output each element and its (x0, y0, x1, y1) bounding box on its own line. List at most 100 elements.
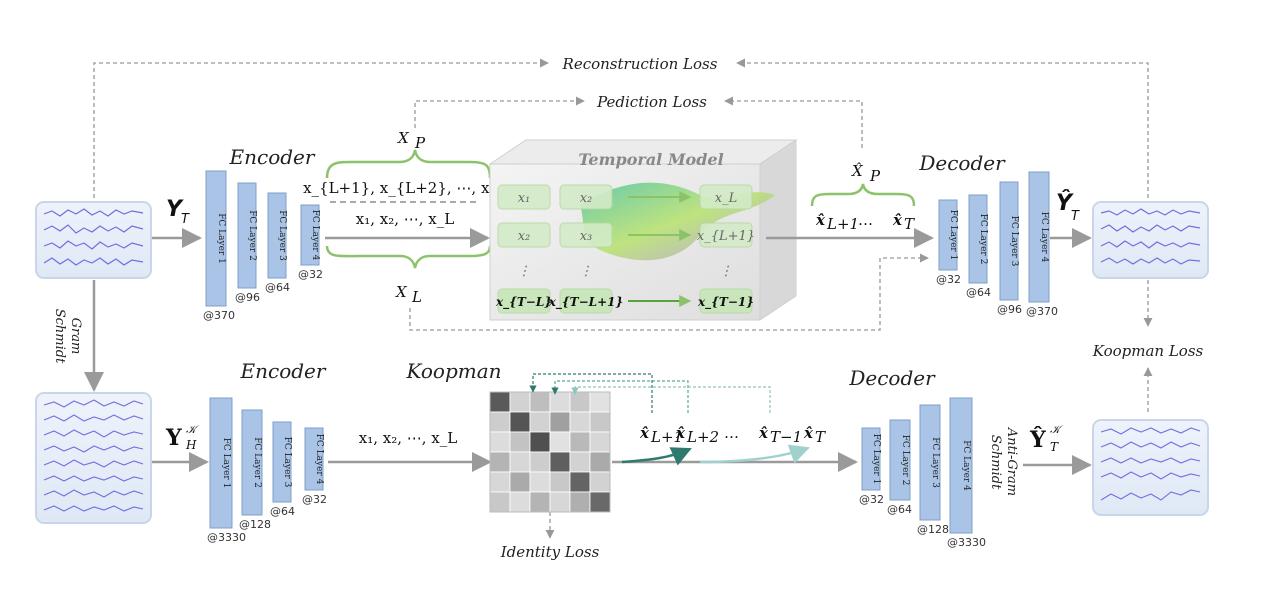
koopman-cell (549, 411, 571, 433)
fc-layer-label: FC Layer 4 (310, 210, 320, 261)
koopman-cell (569, 411, 591, 433)
xp-hat-brace (810, 183, 916, 207)
koopman-cell (509, 491, 531, 513)
svg-text:x_{T−L+1}: x_{T−L+1} (548, 295, 623, 310)
koopman-cell (569, 391, 591, 413)
koopman-cell (589, 391, 611, 413)
koopman-cell (589, 411, 611, 433)
fc-layer-size: @32 (298, 268, 323, 281)
koopman-cell (509, 431, 531, 453)
koopman-prediction: … (724, 424, 739, 442)
koopman-cell (589, 431, 611, 453)
fc-layer-label: FC Layer 1 (871, 434, 881, 485)
bottom-decoder-title: Decoder (848, 366, 936, 390)
fc-layer-block (1028, 171, 1050, 303)
xp-sub: P (414, 134, 426, 152)
svg-text:x̂: x̂ (675, 424, 686, 442)
bottom-output-symbol: Ŷ (1029, 426, 1046, 453)
svg-text:x̂: x̂ (803, 424, 814, 442)
fc-layer-block (300, 204, 320, 266)
svg-text:⋮: ⋮ (720, 264, 733, 279)
fc-layer-block (889, 419, 911, 501)
svg-text:x₁: x₁ (518, 191, 531, 206)
top-input-sub: T (181, 212, 190, 227)
top-input-symbol: Y (166, 197, 184, 222)
fc-layer-2: FC Layer 2@128 (239, 409, 271, 531)
xl-skip-path (409, 253, 929, 331)
pred-a-sub: L+1 (826, 215, 859, 233)
fc-layer-label: FC Layer 2 (900, 435, 910, 486)
koopman-prediction: x̂T (803, 424, 826, 446)
fc-layer-size: @370 (203, 309, 235, 322)
koopman-loss-label: Koopman Loss (1092, 342, 1204, 360)
koopman-cell (509, 391, 531, 413)
koopman-prediction: x̂L+2 (675, 424, 719, 446)
output-series-panel (1092, 201, 1209, 279)
temporal-cell: ⋮ (518, 264, 531, 279)
fc-layer-block (304, 427, 324, 491)
top-seq-upper: x_{L+1}, x_{L+2}, ⋯, x_T (303, 179, 507, 197)
input-series-panel (35, 201, 152, 279)
svg-text:x̂: x̂ (758, 424, 769, 442)
fc-layer-label: FC Layer 3 (277, 210, 287, 261)
fc-layer-block (272, 421, 292, 503)
temporal-cell: x₂ (559, 184, 613, 210)
koopman-cell (569, 471, 591, 493)
svg-text:x₃: x₃ (580, 229, 593, 244)
fc-layer-size: @64 (887, 503, 912, 516)
bottom-encoder-title: Encoder (240, 359, 327, 383)
fc-layer-size: @64 (265, 281, 290, 294)
fc-layer-4: FC Layer 4@370 (1026, 171, 1058, 318)
fc-layer-2: FC Layer 2 @64 (887, 419, 912, 516)
fc-layer-size: @32 (302, 493, 327, 506)
prediction-loss-path (414, 96, 863, 148)
fc-layer-label: FC Layer 2 (247, 210, 257, 261)
anti-gram-schmidt-series-panel (1092, 419, 1209, 516)
koopman-cell (509, 411, 531, 433)
fc-layer-size: @128 (917, 523, 949, 536)
koopman-cell (549, 451, 571, 473)
fc-layer-block (205, 170, 227, 307)
reconstruction-loss-label: Reconstruction Loss (562, 55, 718, 73)
koopman-cell (549, 391, 571, 413)
svg-text:⋮: ⋮ (580, 264, 593, 279)
koopman-cell (589, 451, 611, 473)
svg-text:x̂: x̂ (639, 424, 650, 442)
koopman-cell (589, 491, 611, 513)
koopman-cell (569, 431, 591, 453)
fc-layer-1: FC Layer 1@32 (936, 199, 961, 286)
svg-text:x_L: x_L (715, 191, 737, 206)
bottom-input-symbol: Y (165, 425, 182, 451)
fc-layer-3: FC Layer 3 @64 (265, 192, 290, 294)
bottom-input-sub: H (185, 438, 197, 452)
prediction-loss-label: Pediction Loss (596, 93, 707, 111)
fc-layer-block (919, 404, 941, 521)
fc-layer-block (968, 194, 988, 284)
gram-label: Gram (68, 318, 83, 355)
svg-text:x₂: x₂ (580, 191, 593, 206)
svg-text:x_{T−1}: x_{T−1} (697, 295, 754, 310)
xl-brace (325, 245, 492, 269)
fc-layer-block (999, 181, 1019, 301)
koopman-step-arrow-light (699, 444, 810, 464)
fc-layer-2: FC Layer 2@64 (966, 194, 991, 299)
gram-schmidt-series-panel (35, 392, 152, 524)
fc-layer-label: FC Layer 4 (961, 440, 971, 491)
svg-text:x_{T−L}: x_{T−L} (495, 295, 552, 310)
koopman-cell (569, 491, 591, 513)
fc-layer-label: FC Layer 1 (216, 213, 226, 264)
koopman-cell (549, 471, 571, 493)
temporal-cell: ⋮ (580, 264, 593, 279)
temporal-cell: x₂ (497, 222, 551, 248)
koopman-cell (489, 491, 511, 513)
koopman-cell (529, 431, 551, 453)
fc-layer-size: @64 (270, 505, 295, 518)
top-seq-lower: x₁, x₂, ⋯, x_L (356, 210, 455, 228)
fc-layer-label: FC Layer 2 (252, 437, 262, 488)
fc-layer-size: @3330 (947, 536, 986, 549)
temporal-cell: x₃ (559, 222, 613, 248)
svg-text:L+1: L+1 (650, 428, 683, 446)
